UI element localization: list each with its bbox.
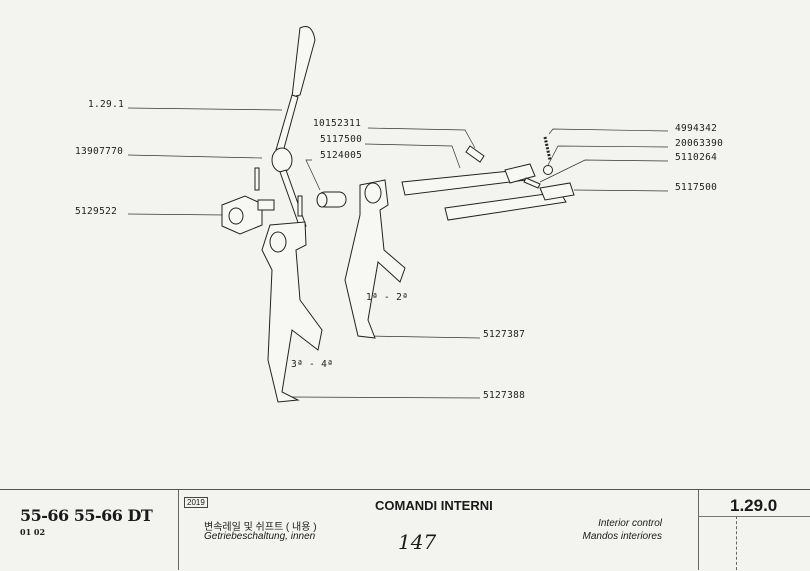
divider [698,490,699,570]
gear-label-1-2: 1ª - 2ª [366,292,409,303]
callout-label: 5124005 [320,150,363,161]
title-german: Getriebeschaltung, innen [204,531,316,542]
divider [698,516,810,517]
callout-label: 5117500 [320,134,363,145]
callout-label: 1.29.1 [88,99,125,110]
callout-label: 5117500 [675,182,718,193]
divider [178,490,179,570]
model-sub: 01 02 [20,527,46,537]
callout-label: 20063390 [675,138,724,149]
callout-label: 5110264 [675,152,718,163]
divider [736,516,737,570]
callout-label: 13907770 [75,146,124,157]
page-title: COMANDI INTERNI [375,498,493,513]
callout-label: 5127387 [483,329,526,340]
title-spanish: Mandos interiores [582,531,662,542]
callout-label: 5129522 [75,206,118,217]
callout-label: 10152311 [313,118,362,129]
title-korean: 변속레일 및 쉬프트 ( 내용 ) [204,522,317,533]
gear-label-3-4: 3ª - 4ª [291,359,334,370]
exploded-parts-diagram [127,26,669,403]
callout-label: 4994342 [675,123,718,134]
callout-label: 5127388 [483,390,526,401]
title-block [0,489,810,571]
section-code: 2019 [184,497,208,508]
title-english: Interior control [598,518,662,529]
handwritten-page-number: 147 [398,530,437,554]
reference-number: 1.29.0 [730,496,778,515]
model-numbers: 55-66 55-66 DT [20,506,153,525]
